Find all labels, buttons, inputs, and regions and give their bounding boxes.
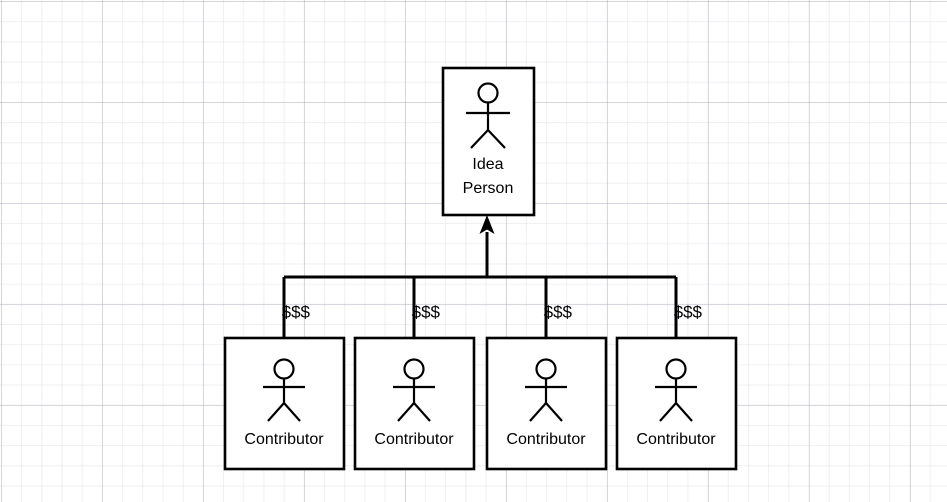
node-label-contributor-1: Contributor bbox=[244, 431, 324, 448]
actor-leg-left-icon bbox=[267, 402, 285, 422]
actor-stick-figure-icon bbox=[466, 82, 510, 149]
node-contributor-4[interactable]: Contributor bbox=[615, 336, 738, 471]
node-contributor-1[interactable]: Contributor bbox=[223, 336, 346, 471]
actor-head-icon bbox=[535, 358, 557, 380]
connector-arrowhead-icon bbox=[479, 215, 495, 234]
actor-leg-right-icon bbox=[487, 129, 506, 149]
edge-stub-4: $$$ bbox=[674, 277, 703, 338]
actor-head-icon bbox=[477, 82, 499, 104]
actor-stick-figure-icon bbox=[393, 358, 435, 422]
connector-group bbox=[284, 215, 676, 279]
actor-stick-figure-icon bbox=[525, 358, 567, 422]
actor-leg-left-icon bbox=[529, 402, 547, 422]
actor-leg-left-icon bbox=[470, 129, 489, 149]
actor-leg-right-icon bbox=[413, 402, 431, 422]
actor-leg-right-icon bbox=[675, 402, 693, 422]
edge-label-money-3: $$$ bbox=[544, 302, 573, 321]
actor-leg-right-icon bbox=[283, 402, 301, 422]
node-label-idea-person-line1: Idea bbox=[472, 156, 503, 173]
actor-stick-figure-icon bbox=[655, 358, 697, 422]
node-contributor-2[interactable]: Contributor bbox=[353, 336, 476, 471]
actor-head-icon bbox=[273, 358, 295, 380]
node-label-contributor-3: Contributor bbox=[506, 431, 586, 448]
edge-stub-3: $$$ bbox=[544, 277, 573, 338]
node-label-idea-person-line2: Person bbox=[463, 180, 514, 197]
edge-label-money-4: $$$ bbox=[674, 302, 703, 321]
edge-stub-2: $$$ bbox=[412, 277, 441, 338]
edge-stub-1: $$$ bbox=[282, 277, 311, 338]
actor-head-icon bbox=[665, 358, 687, 380]
actor-leg-left-icon bbox=[659, 402, 677, 422]
node-label-contributor-4: Contributor bbox=[636, 431, 716, 448]
node-label-contributor-2: Contributor bbox=[374, 431, 454, 448]
actor-leg-left-icon bbox=[397, 402, 415, 422]
actor-leg-right-icon bbox=[545, 402, 563, 422]
actor-stick-figure-icon bbox=[263, 358, 305, 422]
node-idea-person[interactable]: Idea Person bbox=[441, 66, 536, 217]
node-contributor-3[interactable]: Contributor bbox=[485, 336, 608, 471]
actor-head-icon bbox=[403, 358, 425, 380]
edge-label-money-1: $$$ bbox=[282, 302, 311, 321]
edge-label-money-2: $$$ bbox=[412, 302, 441, 321]
